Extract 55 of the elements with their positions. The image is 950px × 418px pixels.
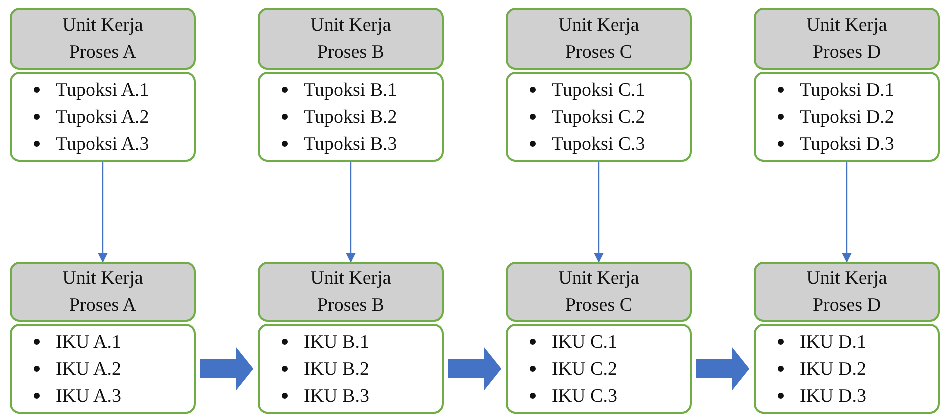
unit-header-box (506, 8, 692, 70)
list-item: Tupoksi A.2 (56, 106, 150, 130)
unit-header-box (258, 8, 444, 70)
list-item: Tupoksi A.1 (56, 78, 150, 102)
arrow (346, 162, 356, 263)
list-item: IKU A.3 (56, 384, 122, 408)
list-item: Tupoksi C.3 (552, 132, 646, 156)
list-item: IKU B.2 (304, 358, 370, 382)
list-item: Tupoksi A.3 (56, 132, 150, 156)
block-arrow (448, 348, 502, 390)
unit-header-box (258, 262, 444, 322)
unit-header-box (506, 262, 692, 322)
unit-header-box (10, 8, 196, 70)
unit-header-box (754, 262, 940, 322)
list-item: IKU D.3 (800, 384, 866, 408)
unit-title: Unit Kerja Proses C (558, 267, 640, 318)
list-box (754, 324, 940, 414)
list-item: Tupoksi C.1 (552, 78, 646, 102)
list-item: Tupoksi D.1 (800, 78, 894, 102)
list-item: IKU C.3 (552, 384, 618, 408)
list-item: Tupoksi B.1 (304, 78, 398, 102)
list-box (754, 72, 940, 162)
unit-title: Unit Kerja Proses B (310, 267, 392, 318)
list-item: IKU A.2 (56, 358, 122, 382)
unit-title: Unit Kerja Proses A (62, 14, 144, 65)
list-box (258, 72, 444, 162)
list-item: IKU C.1 (552, 330, 618, 354)
list-box (10, 72, 196, 162)
arrow (594, 162, 604, 263)
arrow (842, 162, 852, 263)
block-arrow (696, 348, 750, 390)
unit-title: Unit Kerja Proses D (806, 14, 888, 65)
list-box (506, 324, 692, 414)
list-item: Tupoksi D.2 (800, 106, 894, 130)
unit-title: Unit Kerja Proses B (310, 14, 392, 65)
list-item: IKU D.1 (800, 330, 866, 354)
unit-header-box (10, 262, 196, 322)
list-item: IKU C.2 (552, 358, 618, 382)
unit-header-box (754, 8, 940, 70)
list-item: IKU B.1 (304, 330, 370, 354)
list-item: IKU D.2 (800, 358, 866, 382)
block-arrow (200, 348, 254, 390)
list-item: IKU B.3 (304, 384, 370, 408)
unit-title: Unit Kerja Proses C (558, 14, 640, 65)
unit-title: Unit Kerja Proses A (62, 267, 144, 318)
arrow (98, 162, 108, 263)
list-box (258, 324, 444, 414)
list-item: Tupoksi C.2 (552, 106, 646, 130)
unit-title: Unit Kerja Proses D (806, 267, 888, 318)
list-item: Tupoksi B.3 (304, 132, 398, 156)
list-item: IKU A.1 (56, 330, 122, 354)
list-box (10, 324, 196, 414)
list-item: Tupoksi D.3 (800, 132, 894, 156)
list-box (506, 72, 692, 162)
list-item: Tupoksi B.2 (304, 106, 398, 130)
